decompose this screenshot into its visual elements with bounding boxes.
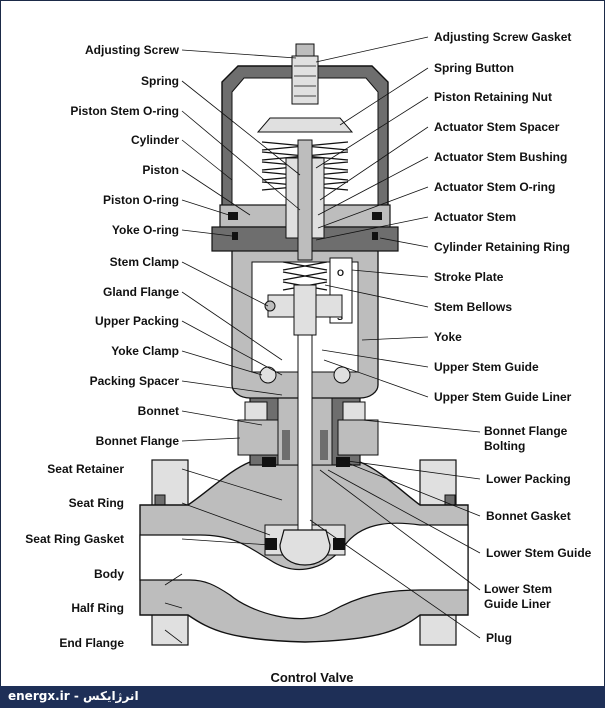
label-upper-packing: Upper Packing xyxy=(95,314,179,328)
label-piston-retaining-nut: Piston Retaining Nut xyxy=(434,90,552,104)
footer-watermark: energx.ir - انرژایکس xyxy=(8,689,139,703)
label-upper-stem-guide: Upper Stem Guide xyxy=(434,360,539,374)
label-actuator-stem-o-ring: Actuator Stem O-ring xyxy=(434,180,555,194)
label-cylinder: Cylinder xyxy=(131,133,179,147)
label-spring-button: Spring Button xyxy=(434,61,514,75)
diagram-caption: Control Valve xyxy=(270,670,353,685)
label-gland-flange: Gland Flange xyxy=(103,285,179,299)
label-actuator-stem-spacer: Actuator Stem Spacer xyxy=(434,120,560,134)
label-bonnet-gasket: Bonnet Gasket xyxy=(486,509,571,523)
labels-right: Adjusting Screw Gasket Spring Button Pis… xyxy=(434,30,592,645)
label-lower-packing: Lower Packing xyxy=(486,472,571,486)
footer-bar: energx.ir - انرژایکس xyxy=(0,686,605,708)
label-bonnet-flange-bolting: Bonnet Flange Bolting xyxy=(484,424,567,453)
label-stem-bellows: Stem Bellows xyxy=(434,300,512,314)
leader-lines-left xyxy=(164,49,301,644)
label-lower-stem-guide: Lower Stem Guide xyxy=(486,546,592,560)
label-half-ring: Half Ring xyxy=(71,601,124,615)
label-piston-o-ring: Piston O-ring xyxy=(103,193,179,207)
label-piston-stem-o-ring: Piston Stem O-ring xyxy=(70,104,179,118)
label-adjusting-screw: Adjusting Screw xyxy=(85,43,180,57)
label-yoke-clamp: Yoke Clamp xyxy=(111,344,179,358)
label-actuator-stem-bushing: Actuator Stem Bushing xyxy=(434,150,567,164)
label-plug: Plug xyxy=(486,631,512,645)
label-stem-clamp: Stem Clamp xyxy=(110,255,179,269)
labels-left: Adjusting Screw Spring Piston Stem O-rin… xyxy=(25,43,179,650)
label-seat-retainer: Seat Retainer xyxy=(47,462,124,476)
label-spring: Spring xyxy=(141,74,179,88)
label-seat-ring-gasket: Seat Ring Gasket xyxy=(25,532,124,546)
label-bonnet-flange: Bonnet Flange xyxy=(96,434,180,448)
label-upper-stem-guide-liner: Upper Stem Guide Liner xyxy=(434,390,572,404)
label-stroke-plate: Stroke Plate xyxy=(434,270,504,284)
label-packing-spacer: Packing Spacer xyxy=(90,374,180,388)
label-actuator-stem: Actuator Stem xyxy=(434,210,516,224)
label-yoke-o-ring: Yoke O-ring xyxy=(112,223,179,237)
label-body: Body xyxy=(94,567,124,581)
label-bonnet: Bonnet xyxy=(138,404,179,418)
label-piston: Piston xyxy=(142,163,179,177)
label-lower-stem-guide-liner: Lower Stem Guide Liner xyxy=(484,582,552,611)
label-seat-ring: Seat Ring xyxy=(69,496,124,510)
leader-lines-right xyxy=(309,36,481,639)
label-cylinder-retaining-ring: Cylinder Retaining Ring xyxy=(434,240,570,254)
label-yoke: Yoke xyxy=(434,330,462,344)
label-adjusting-screw-gasket: Adjusting Screw Gasket xyxy=(434,30,571,44)
label-end-flange: End Flange xyxy=(59,636,124,650)
svg-text:O: O xyxy=(337,268,344,278)
